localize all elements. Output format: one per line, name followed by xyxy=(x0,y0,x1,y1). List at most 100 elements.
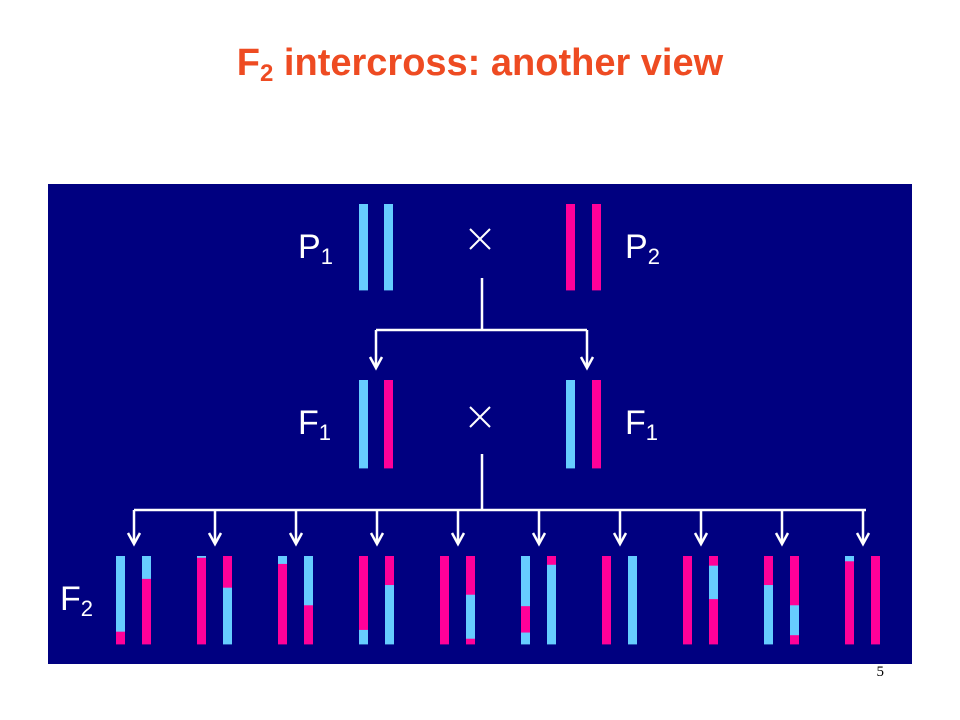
cross-symbol-f1 xyxy=(469,406,491,428)
chromosome-segment xyxy=(385,556,394,586)
chromosome-segment xyxy=(223,587,232,645)
title-letter: F xyxy=(236,42,261,84)
label-f1-right: F1 xyxy=(625,404,659,445)
chromosome-segment xyxy=(790,556,799,606)
chromosome-f2-6-b xyxy=(547,556,556,645)
chromosome-f2-2-b xyxy=(223,556,232,645)
arrowhead-f1-right xyxy=(579,356,595,371)
chromosome-segment xyxy=(384,380,393,469)
chromosome-segment xyxy=(547,556,556,566)
chromosome-segment xyxy=(592,380,601,469)
diagram-panel: P1 P2 F1 F1 F2 xyxy=(48,184,912,664)
chromosome-f2-10-b xyxy=(871,556,880,645)
chromosome-segment xyxy=(466,556,475,596)
chromosome-f2-5-b xyxy=(466,556,475,645)
chromosome-segment xyxy=(602,556,611,645)
chromosome-f2-7-a xyxy=(602,556,611,645)
chromosome-f1-right-a xyxy=(566,380,575,469)
chromosomes xyxy=(116,204,880,645)
chromosome-segment xyxy=(845,556,854,562)
chromosome-segment xyxy=(385,585,394,645)
chromosome-f1-left-b xyxy=(384,380,393,469)
chromosome-segment xyxy=(278,556,287,565)
chromosome-segment xyxy=(521,606,530,633)
chromosome-segment xyxy=(790,635,799,645)
chromosome-p1-b xyxy=(384,204,393,291)
label-f2: F2 xyxy=(60,580,94,621)
chromosome-segment xyxy=(709,565,718,600)
chromosome-segment xyxy=(359,629,368,645)
chromosome-f2-2-a xyxy=(197,556,206,645)
arrowhead-f2 xyxy=(855,532,871,547)
chromosome-f2-4-b xyxy=(385,556,394,645)
chromosome-segment xyxy=(142,578,151,645)
arrowhead-f2 xyxy=(369,532,385,547)
chromosome-segment xyxy=(845,561,854,645)
chromosome-segment xyxy=(521,556,530,607)
chromosome-segment xyxy=(359,556,368,631)
chromosome-segment xyxy=(628,556,637,645)
chromosome-segment xyxy=(790,605,799,636)
chromosome-f2-3-b xyxy=(304,556,313,645)
chromosome-segment xyxy=(764,585,773,645)
arrowhead-f2 xyxy=(612,532,628,547)
slide-title: F2 intercross: another view xyxy=(0,42,960,88)
chromosome-segment xyxy=(116,556,125,633)
chromosome-f1-right-b xyxy=(592,380,601,469)
arrowhead-f2 xyxy=(450,532,466,547)
arrowhead-f2 xyxy=(288,532,304,547)
chromosome-segment xyxy=(592,204,601,291)
arrowhead-f2 xyxy=(693,532,709,547)
page-number: 5 xyxy=(876,664,885,680)
chromosome-f2-1-a xyxy=(116,556,125,645)
chromosome-segment xyxy=(223,556,232,589)
label-p1: P1 xyxy=(298,228,333,269)
chromosome-segment xyxy=(304,556,313,606)
chromosome-segment xyxy=(359,204,368,291)
arrowhead-f1-left xyxy=(368,356,384,371)
label-f1-left: F1 xyxy=(298,404,332,445)
chromosome-segment xyxy=(116,631,125,645)
chromosome-f2-1-b xyxy=(142,556,151,645)
chromosome-f2-4-a xyxy=(359,556,368,645)
arrowhead-f2 xyxy=(207,532,223,547)
chromosome-f2-8-a xyxy=(683,556,692,645)
chromosome-segment xyxy=(384,204,393,291)
chromosome-segment xyxy=(466,594,475,640)
chromosome-segment xyxy=(709,599,718,645)
chromosome-segment xyxy=(142,556,151,580)
arrowhead-f2 xyxy=(126,532,142,547)
title-subscript: 2 xyxy=(260,60,274,87)
arrowhead-f2 xyxy=(774,532,790,547)
chromosome-segment xyxy=(566,380,575,469)
label-p2: P2 xyxy=(625,228,660,269)
chromosome-p1-a xyxy=(359,204,368,291)
chromosome-segment xyxy=(466,638,475,645)
chromosome-segment xyxy=(278,563,287,645)
chromosome-segment xyxy=(440,556,449,645)
connector-lines xyxy=(126,228,871,547)
chromosome-segment xyxy=(197,557,206,645)
chromosome-segment xyxy=(547,564,556,645)
chromosome-f2-8-b xyxy=(709,556,718,645)
chromosome-p2-b xyxy=(592,204,601,291)
chromosome-segment xyxy=(871,556,880,645)
chromosome-segment xyxy=(197,556,206,559)
arrowhead-f2 xyxy=(531,532,547,547)
chromosome-segment xyxy=(304,605,313,645)
chromosome-segment xyxy=(683,556,692,645)
title-rest: intercross: another view xyxy=(273,42,724,84)
chromosome-f2-9-a xyxy=(764,556,773,645)
chromosome-f2-5-a xyxy=(440,556,449,645)
chromosome-segment xyxy=(709,556,718,567)
chromosome-segment xyxy=(521,632,530,645)
chromosome-f2-9-b xyxy=(790,556,799,645)
chromosome-f2-7-b xyxy=(628,556,637,645)
cross-diagram xyxy=(116,204,880,645)
chromosome-segment xyxy=(359,380,368,469)
chromosome-segment xyxy=(764,556,773,586)
chromosome-f2-3-a xyxy=(278,556,287,645)
chromosome-p2-a xyxy=(566,204,575,291)
cross-symbol-p xyxy=(469,228,491,250)
chromosome-f2-10-a xyxy=(845,556,854,645)
